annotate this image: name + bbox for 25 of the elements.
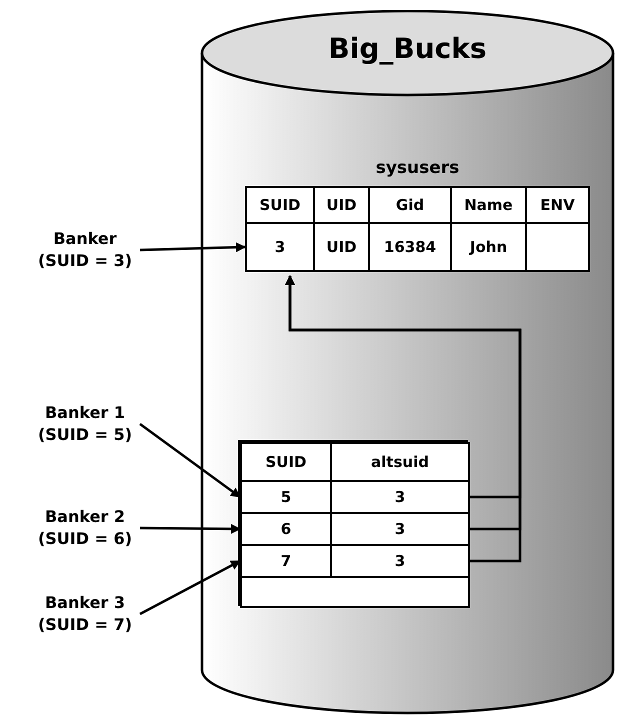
user-label: Banker 3 (SUID = 7)	[30, 590, 140, 638]
table-cell-text: 5	[280, 487, 292, 508]
table-row	[245, 222, 590, 272]
table-title: sysusers	[376, 158, 460, 178]
table-header-row	[245, 186, 590, 224]
table-cell: John	[450, 224, 525, 270]
user-label: Banker 1 (SUID = 5)	[30, 400, 140, 448]
database-name: Big_Bucks	[328, 32, 487, 65]
table-row	[240, 544, 470, 578]
column-header: SUID	[258, 195, 302, 216]
user-label: Banker (SUID = 3)	[30, 226, 140, 274]
table	[238, 440, 468, 606]
empty-table-row	[240, 576, 470, 608]
table-cell: UID	[313, 224, 368, 270]
table-cell-text: 3	[274, 237, 286, 258]
column-header: SUID	[264, 452, 308, 473]
database-cylinder	[200, 10, 615, 715]
arrow	[140, 242, 246, 252]
table-header-row	[240, 442, 470, 482]
table-row	[240, 480, 470, 514]
table-cell-text: 6	[280, 519, 292, 540]
table-cell-text: 7	[280, 551, 292, 572]
table-cell: 16384	[368, 224, 450, 270]
user-label: Banker 2 (SUID = 6)	[30, 504, 140, 552]
table-row	[240, 512, 470, 546]
